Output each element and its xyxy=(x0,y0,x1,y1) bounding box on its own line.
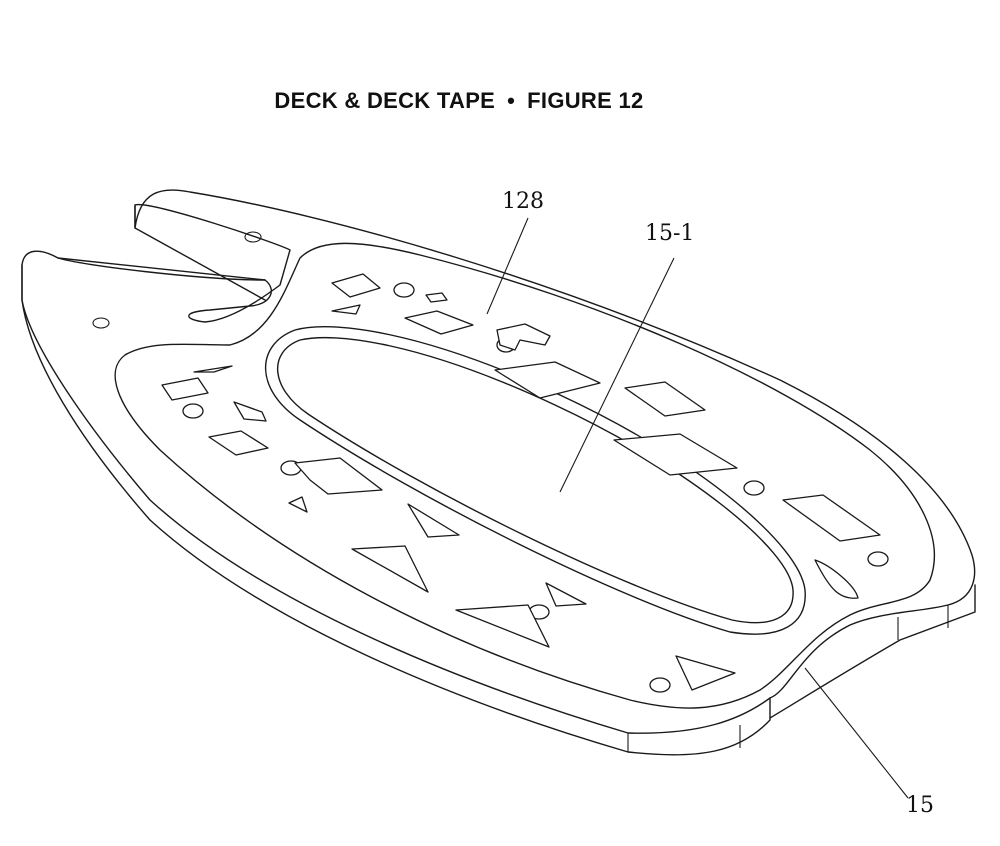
bolt-hole xyxy=(182,403,204,419)
callout-128: 128 xyxy=(502,189,544,214)
deck-side-wall xyxy=(21,264,771,756)
tape-cutout xyxy=(814,559,859,599)
bolt-hole xyxy=(867,551,889,567)
leader-line-15-1 xyxy=(559,257,675,493)
tape-cutout xyxy=(613,433,738,476)
tape-cutout xyxy=(193,365,233,373)
left-prong xyxy=(134,204,266,301)
mount-hole xyxy=(244,231,262,243)
tape-cutout xyxy=(545,582,587,607)
tape-cutout xyxy=(407,503,460,538)
tape-cutout xyxy=(331,304,361,315)
bolt-hole xyxy=(649,677,671,693)
deck-tape-outline xyxy=(114,242,935,709)
tape-cutout xyxy=(494,361,601,399)
leader-line-15 xyxy=(804,667,909,799)
tape-cutout xyxy=(351,545,429,593)
tape-cutout xyxy=(425,292,448,303)
bolt-hole xyxy=(743,480,765,496)
tape-cutout xyxy=(624,381,706,417)
tape-cutout xyxy=(782,494,881,542)
callout-15: 15 xyxy=(906,793,934,818)
deck-side-wall-right xyxy=(769,584,976,719)
center-recess-outer xyxy=(264,326,806,635)
bolt-hole xyxy=(393,282,415,298)
deck-top-outline xyxy=(21,189,976,734)
left-prong-edge xyxy=(57,257,266,281)
tape-cutout xyxy=(675,655,736,691)
mount-hole xyxy=(92,317,110,329)
center-recess-inner xyxy=(276,336,794,624)
title-separator: • xyxy=(507,88,516,113)
tape-cutout xyxy=(331,273,381,298)
tape-cutout xyxy=(233,401,267,422)
figure-title: DECK & DECK TAPE • FIGURE 12 xyxy=(0,88,918,114)
leader-line-128 xyxy=(486,217,529,315)
tape-cutout xyxy=(404,310,474,335)
tape-cutout xyxy=(294,457,383,495)
tape-cutout xyxy=(208,430,269,456)
tape-cutout xyxy=(288,496,308,513)
tape-cutout xyxy=(455,604,550,648)
callout-15-1: 15-1 xyxy=(645,221,694,246)
figure-title-text: DECK & DECK TAPE xyxy=(274,88,496,113)
tape-cutout xyxy=(496,323,551,351)
tape-cutout xyxy=(161,377,209,401)
figure-number: FIGURE 12 xyxy=(527,88,644,113)
